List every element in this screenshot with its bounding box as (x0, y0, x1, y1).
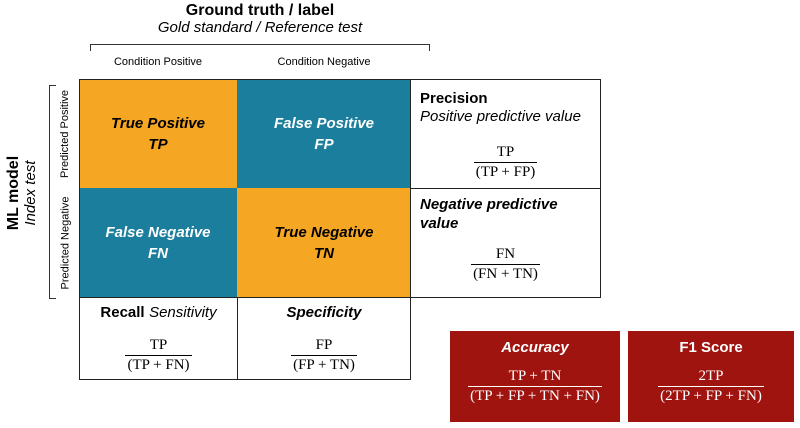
accuracy-formula: TP + TN (TP + FP + TN + FN) (468, 367, 602, 406)
specificity-box: Specificity FP (FP + TN) (237, 297, 411, 380)
fn-abbr: FN (148, 245, 168, 262)
accuracy-title: Accuracy (501, 339, 569, 356)
precision-numerator: TP (496, 144, 515, 160)
precision-box: Precision Positive predictive value TP (… (410, 79, 601, 189)
fp-label: False Positive (273, 114, 375, 132)
ml-model-subtitle: Index test (21, 160, 39, 226)
accuracy-denominator: (TP + FP + TN + FN) (468, 386, 602, 404)
precision-title: Precision (420, 90, 488, 107)
row-label-predicted-negative: Predicted Negative (59, 196, 72, 290)
cell-true-positive: True Positive TP (79, 79, 237, 188)
f1-numerator: 2TP (698, 368, 724, 384)
precision-formula: TP (TP + FP) (473, 143, 538, 182)
ml-model-label: ML model Index test (0, 90, 44, 296)
npv-formula: FN (FN + TN) (471, 245, 540, 284)
cell-false-positive: False Positive FP (237, 79, 411, 188)
left-bracket (49, 85, 56, 299)
tn-label: True Negative (274, 224, 374, 241)
npv-box: Negative predictive value FN (FN + TN) (410, 188, 601, 298)
specificity-denominator: (FP + TN) (291, 355, 357, 373)
top-bracket (90, 44, 430, 51)
recall-denominator: (TP + FN) (125, 355, 192, 373)
npv-title: Negative predictive value (420, 195, 558, 233)
f1-score-box: F1 Score 2TP (2TP + FP + FN) (628, 331, 794, 422)
tn-abbr: TN (314, 245, 334, 262)
matrix-outline (79, 79, 411, 298)
npv-denominator: (FN + TN) (471, 264, 540, 282)
precision-subtitle: Positive predictive value (420, 108, 581, 125)
precision-denominator: (TP + FP) (473, 162, 538, 180)
specificity-numerator: FP (315, 337, 333, 353)
npv-title-line2: value (420, 215, 459, 232)
ml-model-title: ML model (4, 155, 22, 231)
column-label-condition-negative: Condition Negative (277, 56, 371, 68)
recall-title: Recall (100, 304, 145, 321)
column-label-condition-positive: Condition Positive (113, 56, 203, 68)
cell-true-negative: True Negative TN (237, 188, 411, 298)
fn-label: False Negative (105, 224, 211, 241)
tp-abbr: TP (148, 135, 168, 153)
row-label-predicted-positive: Predicted Positive (59, 89, 72, 179)
recall-box: Recall Sensitivity TP (TP + FN) (79, 297, 238, 380)
specificity-formula: FP (FP + TN) (291, 336, 357, 375)
npv-title-line1: Negative predictive (420, 196, 558, 213)
specificity-title: Specificity (286, 304, 362, 321)
tp-label: True Positive (111, 114, 205, 132)
fp-abbr: FP (314, 135, 334, 153)
accuracy-numerator: TP + TN (508, 368, 562, 384)
accuracy-box: Accuracy TP + TN (TP + FP + TN + FN) (450, 331, 620, 422)
npv-numerator: FN (495, 246, 516, 262)
f1-denominator: (2TP + FP + FN) (658, 386, 764, 404)
ground-truth-subtitle: Gold standard / Reference test (157, 19, 363, 36)
recall-formula: TP (TP + FN) (125, 336, 192, 375)
recall-subtitle: Sensitivity (149, 304, 217, 321)
recall-numerator: TP (149, 337, 168, 353)
f1-formula: 2TP (2TP + FP + FN) (658, 367, 764, 406)
ground-truth-title: Ground truth / label (185, 2, 335, 19)
f1-title: F1 Score (679, 339, 743, 356)
cell-false-negative: False Negative FN (79, 188, 237, 298)
